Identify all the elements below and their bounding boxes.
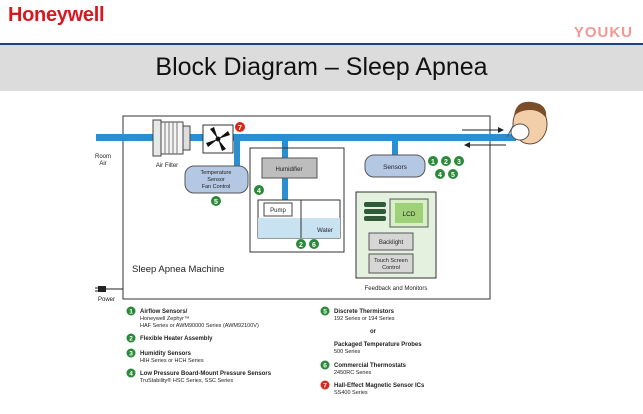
legend-badge-6-num: 6 [323, 363, 327, 370]
legend-badge-5 [320, 306, 330, 316]
watermark: YOUKU [573, 24, 633, 41]
badge-s3 [454, 156, 464, 166]
badge-pump-1 [296, 239, 306, 249]
legend-badge-1-num: 1 [129, 309, 133, 316]
legend-item-probes-title: Packaged Temperature Probes [334, 342, 422, 348]
pump-label: Pump [270, 208, 286, 214]
legend-badge-2 [126, 333, 136, 343]
legend-or: or [370, 329, 377, 335]
humidifier-label: Humidifier [275, 167, 302, 173]
legend-item-4-title: Low Pressure Board-Mount Pressure Sensor… [140, 371, 272, 377]
power-label: Power [98, 297, 115, 303]
lcd-screen [395, 203, 423, 223]
legend-badge-7 [320, 380, 330, 390]
humidifier-group [249, 147, 345, 253]
legend-badge-3-num: 3 [129, 351, 133, 358]
legend-item-5-line-1: 192 Series or 194 Series [334, 316, 395, 322]
badge-humid-num: 4 [257, 188, 261, 195]
duct-to-temp [234, 141, 240, 167]
badge-s2-num: 2 [444, 159, 448, 166]
badge-fan [235, 122, 245, 132]
patient-head-icon [506, 101, 548, 145]
legend-item-6-title: Commercial Thermostats [334, 363, 407, 369]
legend-item-5-title: Discrete Thermistors [334, 309, 395, 315]
legend: 1 Airflow Sensors/ Honeywell Zephyr™ HAF… [126, 306, 425, 396]
badge-pump-2 [309, 239, 319, 249]
legend-badge-1 [126, 306, 136, 316]
temp-sensor-label-2: Sensor [207, 177, 225, 183]
legend-item-2-title: Flexible Heater Assembly [140, 336, 213, 342]
brand-logo: Honeywell [8, 4, 105, 26]
backlight-label: Backlight [379, 240, 404, 246]
slide-title: Block Diagram – Sleep Apnea [155, 53, 488, 81]
air-duct [96, 134, 516, 141]
badge-s1 [428, 156, 438, 166]
legend-item-4-line-1: TruStability® HSC Series, SSC Series [140, 377, 233, 384]
legend-badge-4-num: 4 [129, 371, 133, 378]
legend-item-3-title: Humidity Sensors [140, 351, 192, 357]
badge-s5 [448, 169, 458, 179]
legend-item-1-title: Airflow Sensors/ [140, 309, 188, 315]
sensors-block [364, 154, 426, 178]
legend-badge-7-num: 7 [323, 383, 327, 390]
airflow-arrows [462, 127, 506, 148]
legend-badge-2-num: 2 [129, 336, 133, 343]
legend-item-7-line-1: SS400 Series [334, 390, 368, 396]
legend-item-3-line-1: HIH Series or HCH Series [140, 358, 204, 364]
temp-sensor-label: Temperature [201, 170, 232, 176]
badge-s4 [435, 169, 445, 179]
duct-to-sensors [392, 141, 398, 155]
badge-pump-2-num: 6 [312, 242, 316, 249]
feedback-label: Feedback and Monitors [365, 286, 428, 292]
legend-item-7-title: Hall-Effect Magnetic Sensor ICs [334, 383, 425, 389]
duct-to-humidifier [282, 141, 288, 159]
badge-s4-num: 4 [438, 172, 442, 179]
water-level [258, 218, 340, 238]
duct-humid-pump [282, 178, 288, 200]
machine-label: Sleep Apnea Machine [132, 264, 224, 275]
sensors-label: Sensors [383, 164, 408, 171]
pump [263, 202, 293, 217]
temperature-sensor [184, 165, 249, 194]
temp-sensor-label-3: Fan Control [202, 184, 231, 190]
display-bar-1 [364, 202, 386, 207]
header-rule [0, 43, 643, 45]
badge-s5-num: 5 [451, 172, 455, 179]
legend-badge-6 [320, 360, 330, 370]
water-label: Water [317, 228, 333, 234]
room-air-label: Room [95, 154, 111, 160]
backlight [368, 232, 414, 251]
legend-item-1-line-2: HAF Series or AWM90000 Series (AWM92100V… [140, 323, 259, 329]
badge-humid [254, 185, 264, 195]
display-bar-3 [364, 216, 386, 221]
badge-fan-num: 7 [238, 125, 242, 132]
display-bar-2 [364, 209, 386, 214]
badge-temp [211, 196, 221, 206]
badge-temp-num: 5 [214, 199, 218, 206]
legend-badge-3 [126, 348, 136, 358]
badge-s2 [441, 156, 451, 166]
power-plug-icon [95, 286, 123, 292]
humidifier [261, 157, 318, 179]
air-filter [152, 119, 191, 157]
legend-item-probes-line-1: 500 Series [334, 349, 361, 355]
legend-badge-5-num: 5 [323, 309, 327, 316]
lcd-label: LCD [402, 211, 415, 218]
badge-s1-num: 1 [431, 159, 435, 166]
legend-item-1-line-1: Honeywell Zephyr™ [140, 316, 190, 322]
touch-screen [368, 253, 414, 274]
legend-badge-4 [126, 368, 136, 378]
title-bar [0, 45, 643, 91]
badge-s3-num: 3 [457, 159, 461, 166]
legend-item-6-line-1: 2450RC Series [334, 370, 372, 376]
badge-pump-1-num: 2 [299, 242, 303, 249]
air-filter-label: Air Filter [156, 163, 178, 169]
room-air-label-2: Air [99, 161, 106, 167]
touch-screen-label-2: Control [382, 265, 400, 271]
touch-screen-label: Touch Screen [374, 258, 408, 264]
fan-icon [202, 124, 234, 154]
machine-enclosure [122, 115, 491, 300]
